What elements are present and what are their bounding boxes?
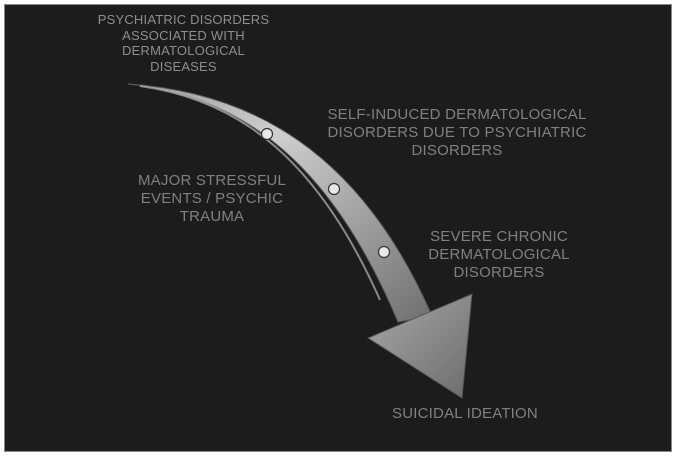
label-severe-chronic-disorders: SEVERE CHRONIC DERMATOLOGICAL DISORDERS — [428, 228, 570, 281]
diagram-canvas — [4, 4, 672, 452]
label-suicidal-ideation: SUICIDAL IDEATION — [392, 405, 538, 422]
marker-dot-3 — [377, 245, 391, 259]
marker-dot-1 — [260, 127, 274, 141]
marker-dot-2 — [327, 182, 341, 196]
arrow-head — [366, 293, 473, 399]
label-psychiatric-disorders: PSYCHIATRIC DISORDERS ASSOCIATED WITH DE… — [97, 12, 270, 74]
label-self-induced-disorders: SELF-INDUCED DERMATOLOGICAL DISORDERS DU… — [327, 106, 587, 159]
label-major-stressful-events: MAJOR STRESSFUL EVENTS / PSYCHIC TRAUMA — [137, 172, 287, 225]
